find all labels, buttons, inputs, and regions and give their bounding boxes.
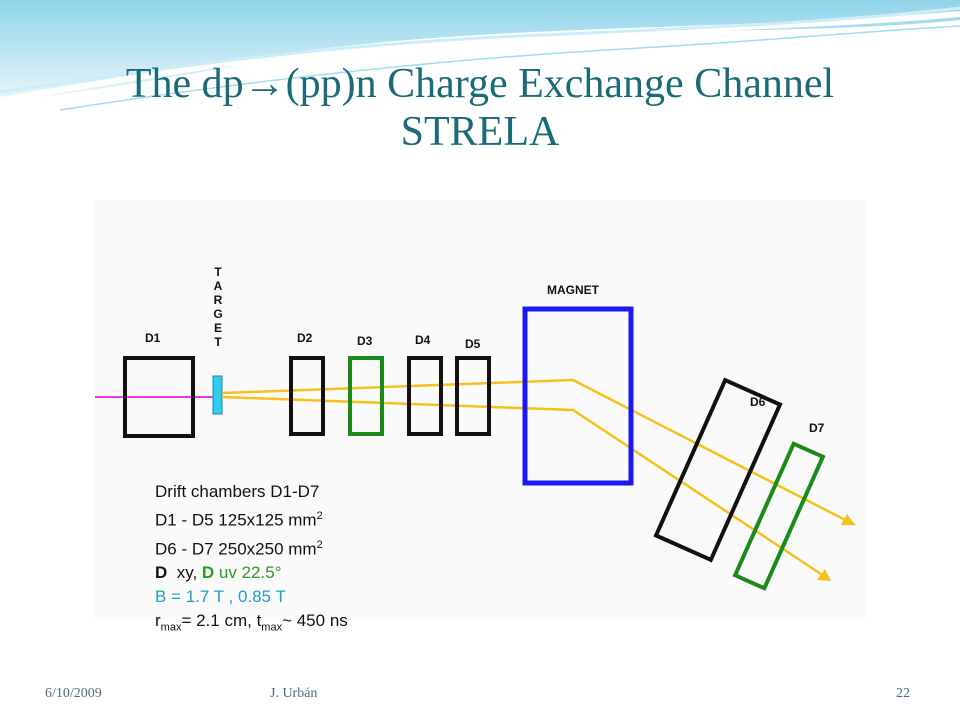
chamber-d3: [348, 356, 384, 436]
label-target-t1: T: [214, 265, 222, 279]
label-target-r: R: [214, 293, 223, 307]
note-line-6-end: ~ 450 ns: [282, 611, 348, 631]
note-line-6-r-sub: max: [160, 621, 182, 634]
title-line-1: The dp→(pp)n Charge Exchange Channel: [125, 61, 835, 107]
track-upper: [221, 378, 856, 527]
note-line-2: D1 - D5 125x125 mm2: [155, 504, 475, 533]
chamber-d2: [289, 356, 325, 436]
label-d1: D1: [145, 331, 161, 345]
label-target-a: A: [214, 279, 223, 293]
note-line-4-xy: xy,: [167, 563, 202, 583]
label-target-t2: T: [214, 335, 222, 349]
label-d3: D3: [357, 334, 373, 348]
chamber-d4: [407, 356, 443, 436]
header-wave-decoration: [0, 0, 960, 111]
chamber-d7: [732, 441, 826, 591]
note-line-1: Drift chambers D1-D7: [155, 482, 320, 501]
note-line-6-r: r: [155, 611, 161, 631]
note-line-6-t-sub: max: [261, 621, 283, 634]
note-line-3: D6 - D7 250x250 mm2: [155, 533, 475, 562]
note-line-2-text: D1 - D5 125x125 mm: [155, 510, 317, 530]
chamber-d5: [455, 356, 491, 436]
note-line-6: rmax= 2.1 cm, tmax~ 450 ns: [155, 609, 475, 639]
strela-setup-diagram: D1 T A R G E T D2 D3 D4 D5 MAGNET D6: [95, 200, 865, 620]
note-line-3-sup: 2: [316, 538, 323, 551]
magnet: [522, 306, 634, 486]
footer-author: J. Urbán: [270, 686, 318, 701]
note-line-3-text: D6 - D7 250x250 mm: [155, 539, 317, 559]
footer-page-number: 22: [896, 686, 910, 701]
label-d2: D2: [297, 331, 313, 345]
arrow-upper: [841, 514, 855, 525]
chamber-notes: Drift chambers D1-D7 D1 - D5 125x125 mm2…: [155, 480, 475, 640]
label-target-g: G: [213, 307, 222, 321]
slide-title: The dp→(pp)n Charge Exchange Channel STR…: [0, 60, 960, 156]
note-line-4-d-green: D: [201, 563, 215, 583]
track-lower: [221, 395, 831, 582]
target: [212, 375, 223, 415]
note-line-4: D xy, D uv 22.5°: [155, 561, 475, 585]
title-line-2: STRELA: [400, 109, 560, 155]
chamber-d6: [653, 377, 783, 563]
chamber-d1: [123, 356, 195, 438]
label-d7: D7: [809, 421, 825, 435]
label-target-e: E: [214, 321, 222, 335]
note-line-5: B = 1.7 T , 0.85 T: [155, 587, 286, 607]
label-d4: D4: [415, 333, 431, 347]
label-d5: D5: [465, 337, 481, 351]
label-magnet: MAGNET: [547, 283, 600, 297]
note-line-4-uv: uv 22.5°: [214, 563, 282, 583]
footer-date: 6/10/2009: [45, 686, 102, 701]
note-line-6-mid: = 2.1 cm, t: [181, 611, 262, 631]
label-d6: D6: [750, 395, 766, 409]
note-line-4-d: D: [155, 563, 168, 583]
arrow-lower: [817, 569, 831, 581]
note-line-2-sup: 2: [316, 510, 323, 522]
